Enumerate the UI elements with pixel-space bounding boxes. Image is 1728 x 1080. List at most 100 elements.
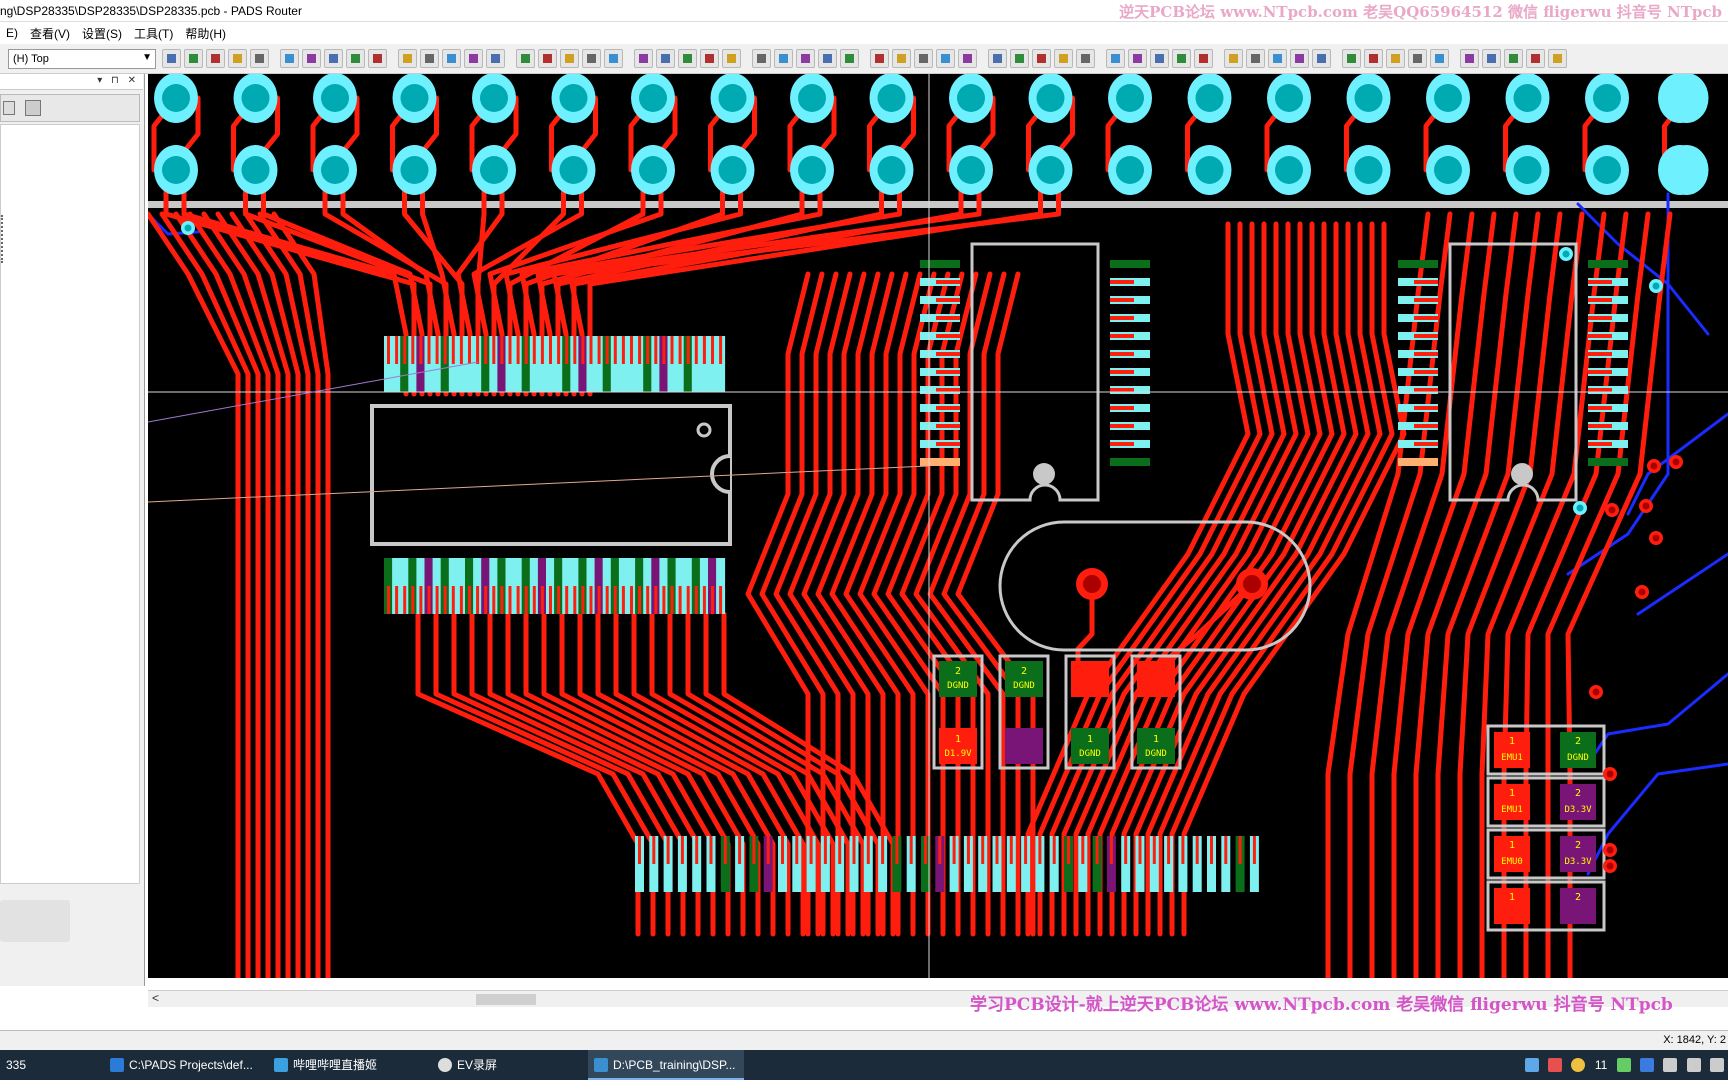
toolbar-button[interactable] xyxy=(1032,49,1051,68)
task-item-pads-projects[interactable]: C:\PADS Projects\def... xyxy=(104,1050,264,1080)
task-item-explorer[interactable]: 335 xyxy=(0,1050,100,1080)
menu-setup[interactable]: 设置(S) xyxy=(82,26,122,41)
toolbar-button[interactable] xyxy=(1054,49,1073,68)
toolbar-button[interactable] xyxy=(1342,49,1361,68)
toolbar-button[interactable] xyxy=(1246,49,1265,68)
toolbar-button[interactable] xyxy=(162,49,181,68)
tool-icon xyxy=(211,54,220,63)
toolbar-button[interactable] xyxy=(280,49,299,68)
toolbar-button[interactable] xyxy=(1010,49,1029,68)
toolbar-button[interactable] xyxy=(1526,49,1545,68)
connector-pad-hole xyxy=(241,156,270,184)
toolbar-button[interactable] xyxy=(420,49,439,68)
toolbar-button[interactable] xyxy=(346,49,365,68)
panel-controls[interactable]: ▾ ⊓ ✕ xyxy=(97,75,139,86)
panel-tool-icon[interactable] xyxy=(3,101,15,115)
toolbar-button[interactable] xyxy=(988,49,1007,68)
toolbar-button[interactable] xyxy=(1482,49,1501,68)
menu-view[interactable]: 查看(V) xyxy=(30,26,70,41)
app-icon[interactable] xyxy=(1548,1058,1563,1072)
toolbar-button[interactable] xyxy=(634,49,653,68)
toolbar-button[interactable] xyxy=(1460,49,1479,68)
task-item-bilibili[interactable]: 哔哩哔哩直播姬 xyxy=(268,1050,428,1080)
toolbar-button[interactable] xyxy=(228,49,247,68)
toolbar-button[interactable] xyxy=(442,49,461,68)
toolbar-button[interactable] xyxy=(1224,49,1243,68)
toolbar-button[interactable] xyxy=(604,49,623,68)
toolbar-button[interactable] xyxy=(516,49,535,68)
toolbar-button[interactable] xyxy=(1548,49,1567,68)
capacitor-pad xyxy=(1071,661,1109,697)
task-item-ev-recorder[interactable]: EV录屏 xyxy=(432,1050,584,1080)
connector-pad-hole xyxy=(241,84,270,112)
toolbar-button[interactable] xyxy=(752,49,771,68)
toolbar-button[interactable] xyxy=(678,49,697,68)
toolbar-button[interactable] xyxy=(958,49,977,68)
toolbar-button[interactable] xyxy=(368,49,387,68)
toolbar-button[interactable] xyxy=(722,49,741,68)
toolbar-button[interactable] xyxy=(892,49,911,68)
mic-icon[interactable] xyxy=(1663,1058,1678,1072)
menu-edit[interactable]: E) xyxy=(6,26,18,40)
properties-icon[interactable] xyxy=(25,100,41,116)
toolbar-button[interactable] xyxy=(302,49,321,68)
network-status-icon[interactable] xyxy=(1710,1058,1724,1072)
ic-pin-trace xyxy=(1414,298,1438,302)
toolbar-button[interactable] xyxy=(582,49,601,68)
toolbar-button[interactable] xyxy=(398,49,417,68)
toolbar-button[interactable] xyxy=(324,49,343,68)
app-icon[interactable] xyxy=(1571,1058,1586,1072)
ic-pin-trace xyxy=(500,336,504,364)
toolbar-button[interactable] xyxy=(538,49,557,68)
menu-tools[interactable]: 工具(T) xyxy=(134,26,174,41)
crystal-pad-hole xyxy=(1243,575,1261,593)
ic-pin-trace xyxy=(1588,316,1612,320)
toolbar-button[interactable] xyxy=(1386,49,1405,68)
network-icon[interactable] xyxy=(1524,1058,1539,1072)
task-item-pads-router[interactable]: D:\PCB_training\DSP... xyxy=(588,1050,744,1080)
ratsnest-line xyxy=(148,361,479,423)
project-tree[interactable] xyxy=(0,124,140,884)
toolbar-button[interactable] xyxy=(464,49,483,68)
toolbar-button[interactable] xyxy=(700,49,719,68)
toolbar-button[interactable] xyxy=(560,49,579,68)
toolbar-button[interactable] xyxy=(486,49,505,68)
toolbar-button[interactable] xyxy=(774,49,793,68)
toolbar-button[interactable] xyxy=(1504,49,1523,68)
toolbar-button[interactable] xyxy=(1194,49,1213,68)
horizontal-scrollbar[interactable]: < xyxy=(148,990,1728,1007)
toolbar-button[interactable] xyxy=(1408,49,1427,68)
toolbar-button[interactable] xyxy=(184,49,203,68)
toolbar-button[interactable] xyxy=(1128,49,1147,68)
toolbar-button[interactable] xyxy=(818,49,837,68)
trace xyxy=(159,211,251,978)
connector-pin-trace xyxy=(938,836,942,864)
toolbar-button[interactable] xyxy=(1312,49,1331,68)
wechat-icon[interactable] xyxy=(1616,1058,1631,1072)
toolbar-button[interactable] xyxy=(840,49,859,68)
toolbar-button[interactable] xyxy=(656,49,675,68)
toolbar-button[interactable] xyxy=(1172,49,1191,68)
bluetooth-icon[interactable] xyxy=(1639,1058,1654,1072)
scroll-left-arrow[interactable]: < xyxy=(152,991,160,1005)
toolbar-button[interactable] xyxy=(1268,49,1287,68)
toolbar-button[interactable] xyxy=(1364,49,1383,68)
toolbar-button[interactable] xyxy=(1106,49,1125,68)
scroll-thumb[interactable] xyxy=(476,994,536,1005)
toolbar-button[interactable] xyxy=(1430,49,1449,68)
toolbar-button[interactable] xyxy=(914,49,933,68)
toolbar-button[interactable] xyxy=(1076,49,1095,68)
volume-icon[interactable] xyxy=(1686,1058,1701,1072)
toolbar-button[interactable] xyxy=(250,49,269,68)
toolbar-button[interactable] xyxy=(1290,49,1309,68)
layer-select[interactable]: (H) Top ▼ xyxy=(8,49,156,69)
toolbar-button[interactable] xyxy=(796,49,815,68)
toolbar-button[interactable] xyxy=(1150,49,1169,68)
ic-pin-trace xyxy=(540,586,544,614)
menu-help[interactable]: 帮助(H) xyxy=(185,26,226,41)
toolbar-button[interactable] xyxy=(936,49,955,68)
toolbar-button[interactable] xyxy=(870,49,889,68)
toolbar-button[interactable] xyxy=(206,49,225,68)
